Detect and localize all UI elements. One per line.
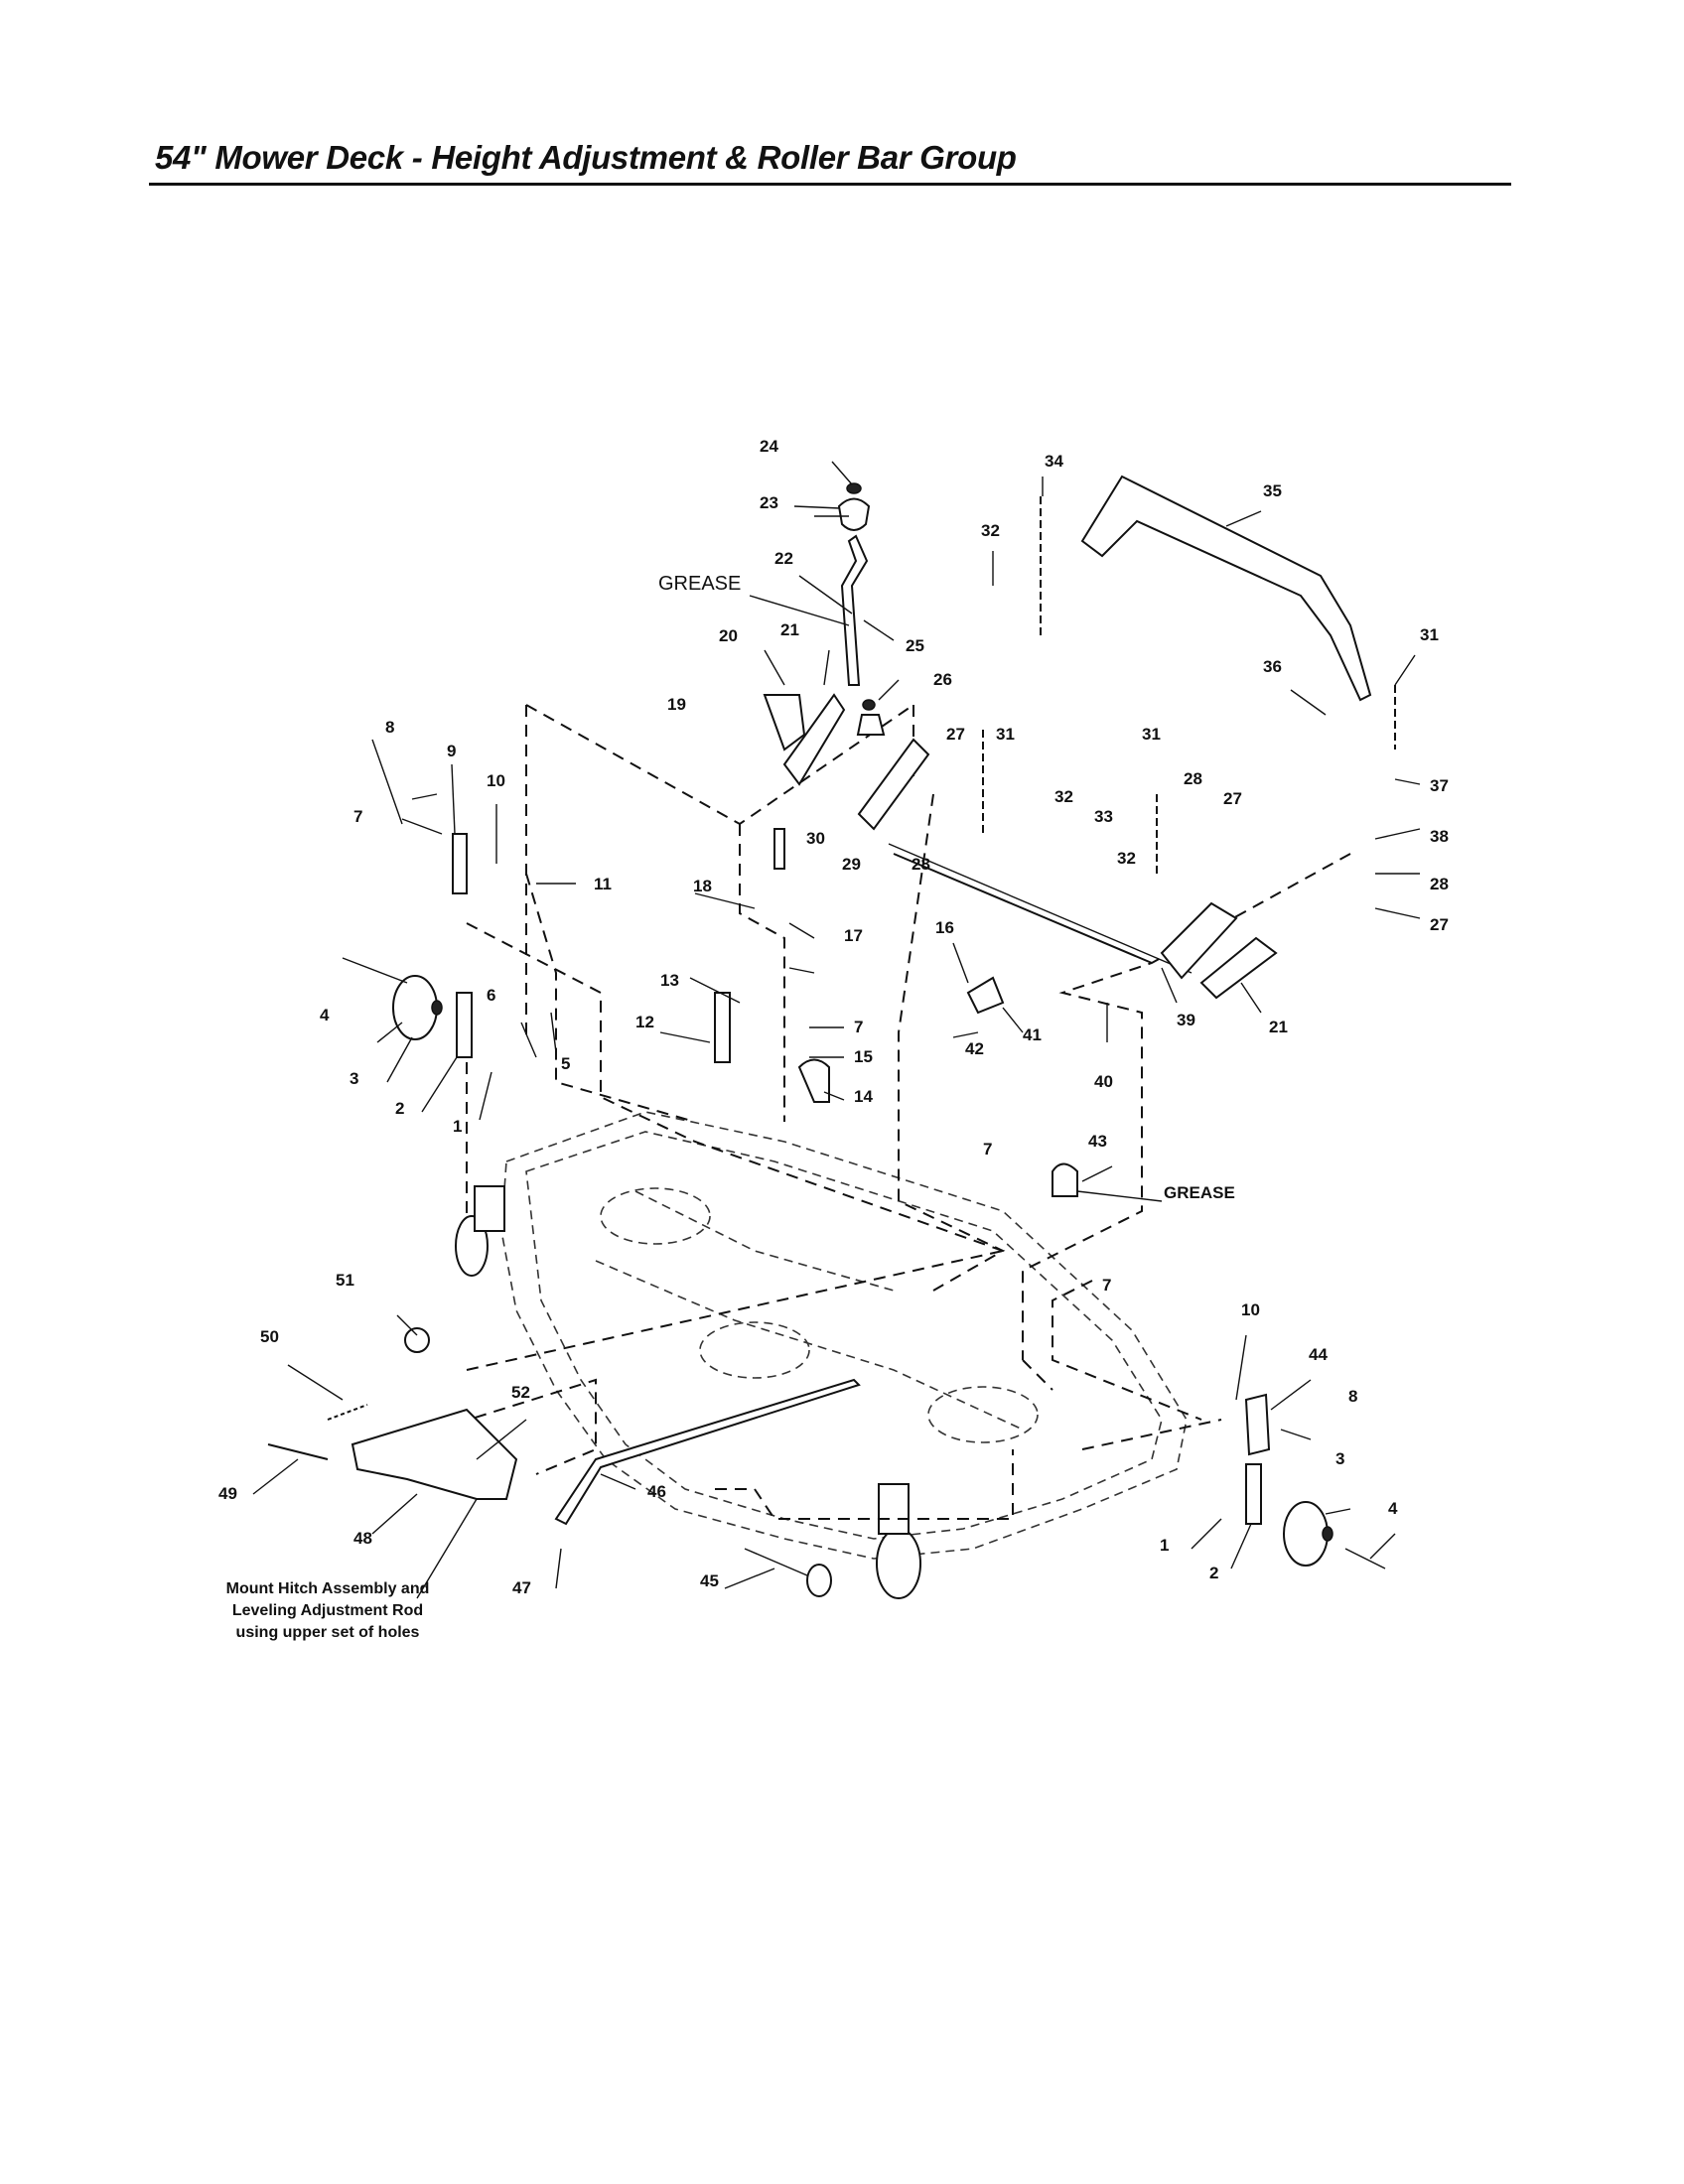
callout-42: 42 xyxy=(965,1039,984,1058)
roller-bar-assembly xyxy=(452,693,1278,1525)
callout-27a: 27 xyxy=(946,725,965,744)
callout-10a: 10 xyxy=(487,771,505,790)
callout-7d: 7 xyxy=(1102,1276,1111,1295)
callout-22: 22 xyxy=(774,549,793,568)
callout-24: 24 xyxy=(760,437,778,456)
gauge-wheels xyxy=(392,975,1333,1567)
callout-21b: 21 xyxy=(1269,1018,1288,1036)
roller-bar xyxy=(1080,475,1372,702)
callout-28a: 28 xyxy=(1184,769,1202,788)
callout-7c: 7 xyxy=(983,1140,992,1159)
callout-26: 26 xyxy=(933,670,952,689)
callout-13: 13 xyxy=(660,971,679,990)
callout-6: 6 xyxy=(487,986,495,1005)
callout-47: 47 xyxy=(512,1578,531,1597)
callout-36: 36 xyxy=(1263,657,1282,676)
callout-14: 14 xyxy=(854,1087,873,1106)
callout-8b: 8 xyxy=(1348,1387,1357,1406)
callout-30: 30 xyxy=(806,829,825,848)
callout-8a: 8 xyxy=(385,718,394,737)
hitch-assembly xyxy=(267,1327,518,1500)
callout-35: 35 xyxy=(1263,481,1282,500)
bolts xyxy=(342,818,1386,1597)
callout-12: 12 xyxy=(635,1013,654,1031)
note-line-2: Leveling Adjustment Rod xyxy=(232,1602,423,1619)
callout-4a: 4 xyxy=(320,1006,330,1024)
callout-49: 49 xyxy=(218,1484,237,1503)
title-rule xyxy=(149,183,1511,186)
callout-45: 45 xyxy=(700,1571,719,1590)
callout-3b: 3 xyxy=(1335,1449,1344,1468)
callout-44: 44 xyxy=(1309,1345,1328,1364)
callout-15: 15 xyxy=(854,1047,873,1066)
callout-16: 16 xyxy=(935,918,954,937)
callout-4b: 4 xyxy=(1388,1499,1398,1518)
callout-1a: 1 xyxy=(453,1117,462,1136)
callout-48: 48 xyxy=(353,1529,372,1548)
callout-10b: 10 xyxy=(1241,1300,1260,1319)
note-line-3: using upper set of holes xyxy=(236,1624,420,1641)
callout-2b: 2 xyxy=(1209,1564,1218,1582)
callout-34: 34 xyxy=(1045,452,1063,471)
callout-46: 46 xyxy=(647,1482,666,1501)
callout-43: 43 xyxy=(1088,1132,1107,1151)
callout-29: 29 xyxy=(842,855,861,874)
callout-32a: 32 xyxy=(981,521,1000,540)
callout-3a: 3 xyxy=(350,1069,358,1088)
callout-7a: 7 xyxy=(353,807,362,826)
callout-32b: 32 xyxy=(1054,787,1073,806)
callout-2a: 2 xyxy=(395,1099,404,1118)
callout-32c: 32 xyxy=(1117,849,1136,868)
callout-17: 17 xyxy=(844,926,863,945)
callout-41: 41 xyxy=(1023,1025,1042,1044)
callout-40: 40 xyxy=(1094,1072,1113,1091)
grease-label-lever: GREASE xyxy=(658,573,741,595)
page-title: 54" Mower Deck - Height Adjustment & Rol… xyxy=(155,139,1017,176)
callout-50: 50 xyxy=(260,1327,279,1346)
deck-wheels xyxy=(455,1185,921,1599)
callout-33: 33 xyxy=(1094,807,1113,826)
callout-31a: 31 xyxy=(1420,625,1439,644)
callout-37: 37 xyxy=(1430,776,1449,795)
callout-11: 11 xyxy=(594,875,612,893)
callout-27b: 27 xyxy=(1223,789,1242,808)
callout-18: 18 xyxy=(693,877,712,895)
callout-1b: 1 xyxy=(1160,1536,1169,1555)
height-lever-assembly xyxy=(837,482,886,736)
callout-51: 51 xyxy=(336,1271,354,1290)
callout-39: 39 xyxy=(1177,1011,1195,1029)
callout-25: 25 xyxy=(906,636,924,655)
mower-deck-shell xyxy=(500,1111,1188,1560)
part-callouts: 24 23 22 34 35 32 20 21 25 26 19 31 36 8… xyxy=(218,437,1449,1597)
callout-27c: 27 xyxy=(1430,915,1449,934)
callout-31b: 31 xyxy=(996,725,1015,744)
callout-9: 9 xyxy=(447,742,456,760)
callout-7b: 7 xyxy=(854,1018,863,1036)
note-line-1: Mount Hitch Assembly and xyxy=(226,1580,430,1597)
assembly-lines xyxy=(436,704,1351,1520)
callout-31c: 31 xyxy=(1142,725,1161,744)
callout-19: 19 xyxy=(667,695,686,714)
leveling-rod xyxy=(554,1378,861,1526)
assembly-note: Mount Hitch Assembly and Leveling Adjust… xyxy=(226,1580,430,1641)
callout-21a: 21 xyxy=(780,620,799,639)
chains xyxy=(982,496,1396,874)
callout-leaders xyxy=(252,461,1421,1599)
grease-label-bracket: GREASE xyxy=(1164,1183,1235,1202)
callout-28b: 28 xyxy=(912,855,930,874)
callout-5: 5 xyxy=(561,1054,570,1073)
callout-38: 38 xyxy=(1430,827,1449,846)
callout-28c: 28 xyxy=(1430,875,1449,893)
callout-23: 23 xyxy=(760,493,778,512)
callout-52: 52 xyxy=(511,1383,530,1402)
callout-20: 20 xyxy=(719,626,738,645)
